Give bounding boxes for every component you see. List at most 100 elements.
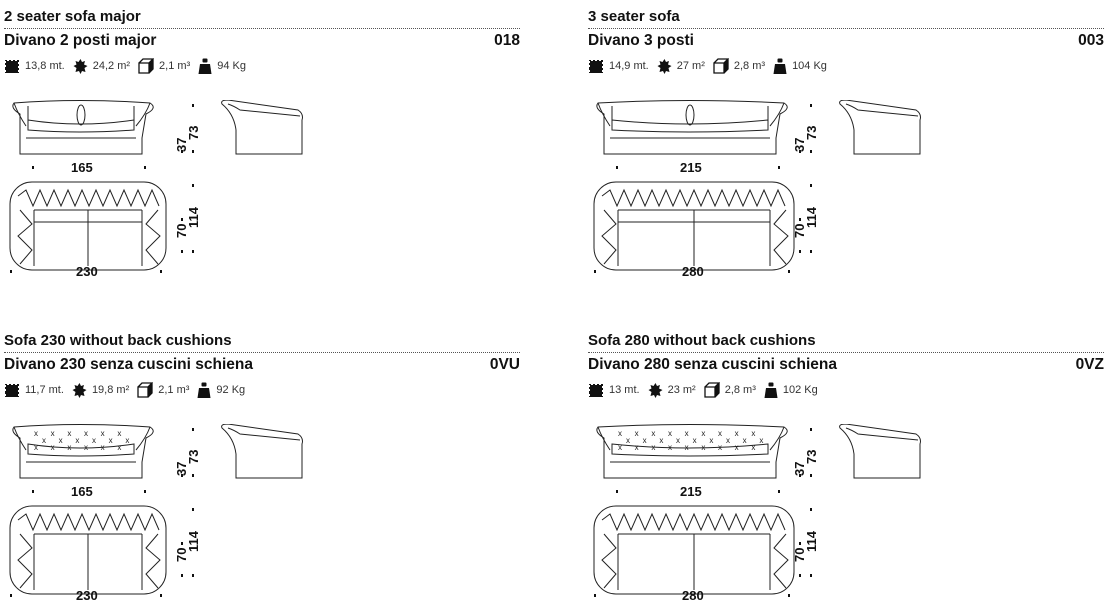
leather-hide-icon xyxy=(72,382,87,398)
svg-text:x: x xyxy=(726,436,730,445)
svg-text:x: x xyxy=(651,443,655,452)
box-volume-icon xyxy=(713,58,729,74)
sofa-side-view xyxy=(221,100,303,155)
box-volume-icon xyxy=(137,382,154,398)
dim-top-width: 280 xyxy=(682,588,704,603)
svg-text:x: x xyxy=(759,436,763,445)
product-code: 003 xyxy=(1078,32,1104,49)
svg-text:x: x xyxy=(92,436,96,445)
dim-top-width: 280 xyxy=(682,264,704,279)
weight-value: 94 Kg xyxy=(217,60,246,72)
weight-icon xyxy=(764,382,778,398)
dimension-markers xyxy=(594,428,812,597)
svg-text:x: x xyxy=(51,429,55,438)
svg-text:x: x xyxy=(693,436,697,445)
sofa-front-view xyxy=(12,100,154,155)
svg-text:x: x xyxy=(75,436,79,445)
svg-text:x: x xyxy=(626,436,630,445)
fabric-swatch-icon xyxy=(5,384,19,397)
sofa-front-view xyxy=(596,100,788,155)
dim-front-width: 215 xyxy=(680,484,702,499)
svg-text:x: x xyxy=(743,436,747,445)
svg-text:x: x xyxy=(751,443,755,452)
fabric-swatch-icon xyxy=(589,60,603,73)
sofa-side-view xyxy=(221,424,303,479)
sofa-top-view xyxy=(593,181,795,271)
dimension-markers xyxy=(10,428,194,597)
specs-row: 13 mt. 23 m² 2,8 m³ 102 Kg xyxy=(588,382,1104,398)
sofa-top-view xyxy=(593,505,795,595)
leather-hide-icon xyxy=(648,382,663,398)
svg-text:x: x xyxy=(659,436,663,445)
specs-row: 14,9 mt. 27 m² 2,8 m³ 104 Kg xyxy=(588,58,1104,74)
specs-row: 13,8 mt. 24,2 m² 2,1 m³ 94 Kg xyxy=(4,58,520,74)
specs-row: 11,7 mt. 19,8 m² 2,1 m³ 92 Kg xyxy=(4,382,520,398)
sofa-side-view xyxy=(839,424,921,479)
fabric-swatch-icon xyxy=(589,384,603,397)
volume-value: 2,1 m³ xyxy=(158,384,190,396)
box-volume-icon xyxy=(138,58,155,74)
svg-text:x: x xyxy=(42,436,46,445)
svg-text:x: x xyxy=(67,429,71,438)
svg-text:x: x xyxy=(101,443,105,452)
weight-icon xyxy=(198,58,212,74)
svg-text:x: x xyxy=(51,443,55,452)
dim-height: 73 xyxy=(186,449,201,464)
svg-text:x: x xyxy=(125,436,129,445)
fabric-value: 11,7 mt. xyxy=(25,384,64,396)
volume-value: 2,8 m³ xyxy=(724,384,756,396)
leather-value: 23 m² xyxy=(667,384,696,396)
svg-text:x: x xyxy=(101,429,105,438)
title-italian: Divano 2 posti major xyxy=(4,32,157,49)
svg-text:x: x xyxy=(668,443,672,452)
title-english: 3 seater sofa xyxy=(588,8,680,25)
dotted-separator xyxy=(588,352,1104,353)
svg-text:x: x xyxy=(618,443,622,452)
title-italian: Divano 3 posti xyxy=(588,32,694,49)
svg-text:x: x xyxy=(685,443,689,452)
svg-text:x: x xyxy=(84,429,88,438)
dim-front-width: 165 xyxy=(71,160,93,175)
product-card: Sofa 280 without back cushions Divano 28… xyxy=(588,324,1104,603)
product-card: Sofa 230 without back cushions Divano 23… xyxy=(4,324,520,603)
svg-text:x: x xyxy=(735,443,739,452)
weight-icon xyxy=(197,382,211,398)
dotted-separator xyxy=(588,28,1104,29)
leather-value: 19,8 m² xyxy=(91,384,130,396)
fabric-value: 13 mt. xyxy=(609,384,640,396)
svg-text:x: x xyxy=(84,443,88,452)
svg-text:x: x xyxy=(701,429,705,438)
sofa-side-view xyxy=(839,100,921,155)
svg-text:x: x xyxy=(668,429,672,438)
svg-text:x: x xyxy=(685,429,689,438)
leather-hide-icon xyxy=(73,58,88,74)
volume-value: 2,8 m³ xyxy=(733,60,766,72)
product-code: 018 xyxy=(494,32,520,49)
weight-value: 104 Kg xyxy=(792,60,827,72)
svg-text:x: x xyxy=(676,436,680,445)
svg-text:x: x xyxy=(34,429,38,438)
dim-height: 73 xyxy=(804,125,819,140)
sofa-top-view xyxy=(9,505,167,595)
dimension-markers xyxy=(594,104,812,273)
fabric-swatch-icon xyxy=(5,60,19,73)
dotted-separator xyxy=(4,352,520,353)
leather-hide-icon xyxy=(657,58,672,74)
weight-value: 92 Kg xyxy=(216,384,246,396)
fabric-value: 14,9 mt. xyxy=(609,60,649,72)
volume-value: 2,1 m³ xyxy=(159,60,191,72)
weight-value: 102 Kg xyxy=(782,384,818,396)
dim-total-depth: 114 xyxy=(186,207,201,228)
weight-icon xyxy=(773,58,787,74)
dim-total-depth: 114 xyxy=(804,531,819,552)
svg-text:x: x xyxy=(701,443,705,452)
svg-text:x: x xyxy=(735,429,739,438)
product-code: 0VZ xyxy=(1075,356,1104,373)
svg-text:x: x xyxy=(109,436,113,445)
dim-height: 73 xyxy=(186,125,201,140)
title-italian: Divano 230 senza cuscini schiena xyxy=(4,356,253,373)
svg-text:x: x xyxy=(643,436,647,445)
dim-total-depth: 114 xyxy=(804,207,819,228)
